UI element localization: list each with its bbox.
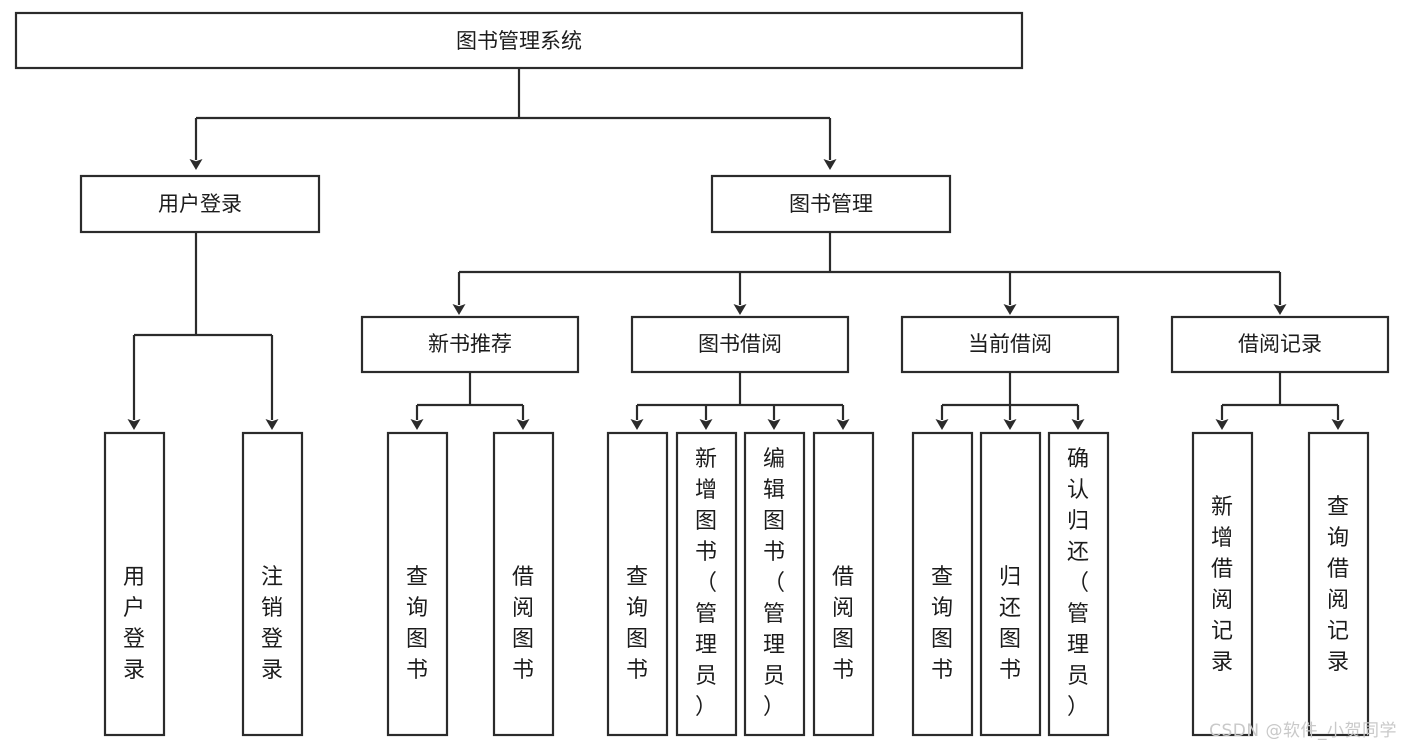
node-leaf-query-book-2[interactable]: 查询图书 xyxy=(606,431,669,737)
node-leaf-add-book-label: 新增图书（管理员） xyxy=(695,447,717,720)
node-leaf-user-login-label: 用户登录 xyxy=(123,565,145,683)
node-leaf-user-login-box[interactable] xyxy=(103,431,166,737)
node-leaf-logout-login-label: 注销登录 xyxy=(261,565,283,683)
node-leaf-borrow-book-2-label: 借阅图书 xyxy=(832,565,854,683)
node-leaf-add-record-box[interactable] xyxy=(1191,431,1254,737)
node-leaf-confirm-return[interactable]: 确认归还（管理员） xyxy=(1047,431,1110,737)
node-leaf-borrow-book-2-box[interactable] xyxy=(812,431,875,737)
node-current-borrow-box[interactable] xyxy=(900,315,1120,374)
csdn-watermark: CSDN @软件_小贺同学 xyxy=(1209,721,1397,741)
connectors xyxy=(127,68,1345,430)
node-root-box[interactable] xyxy=(14,11,1024,70)
node-book-borrow-box[interactable] xyxy=(630,315,850,374)
node-leaf-return-book-label: 归还图书 xyxy=(999,565,1021,683)
node-leaf-add-book-box[interactable] xyxy=(675,431,738,737)
node-leaf-query-record-box[interactable] xyxy=(1307,431,1370,737)
node-borrow-record-label: 借阅记录 xyxy=(1238,332,1322,356)
node-leaf-return-book-box[interactable] xyxy=(979,431,1042,737)
node-book-manage-box[interactable] xyxy=(710,174,952,234)
node-current-borrow-label: 当前借阅 xyxy=(968,332,1052,356)
node-leaf-add-record-label: 新增借阅记录 xyxy=(1211,495,1233,675)
node-book-manage-label: 图书管理 xyxy=(789,192,873,216)
node-leaf-user-login[interactable]: 用户登录 xyxy=(103,431,166,737)
node-current-borrow[interactable]: 当前借阅 xyxy=(900,315,1120,374)
node-leaf-add-book[interactable]: 新增图书（管理员） xyxy=(675,431,738,737)
node-borrow-record-box[interactable] xyxy=(1170,315,1390,374)
node-book-borrow-label: 图书借阅 xyxy=(698,332,782,356)
node-user-login[interactable]: 用户登录 xyxy=(79,174,321,234)
node-new-book-recommend[interactable]: 新书推荐 xyxy=(360,315,580,374)
leaf-nodes: 用户登录 注销登录 查询图书 借阅图书 查询图书 新增图书（管理员） xyxy=(103,431,1370,737)
node-leaf-query-book-2-label: 查询图书 xyxy=(626,565,648,683)
node-leaf-query-book-1-label: 查询图书 xyxy=(406,565,428,683)
node-root[interactable]: 图书管理系统 xyxy=(14,11,1024,70)
node-leaf-borrow-book-1-box[interactable] xyxy=(492,431,555,737)
node-leaf-add-record[interactable]: 新增借阅记录 xyxy=(1191,431,1254,737)
node-book-manage[interactable]: 图书管理 xyxy=(710,174,952,234)
node-new-book-recommend-label: 新书推荐 xyxy=(428,332,512,356)
node-leaf-query-book-3-label: 查询图书 xyxy=(931,565,953,683)
node-borrow-record[interactable]: 借阅记录 xyxy=(1170,315,1390,374)
node-leaf-query-book-2-box[interactable] xyxy=(606,431,669,737)
node-user-login-box[interactable] xyxy=(79,174,321,234)
node-new-book-recommend-box[interactable] xyxy=(360,315,580,374)
node-root-label: 图书管理系统 xyxy=(456,29,582,53)
node-leaf-borrow-book-2[interactable]: 借阅图书 xyxy=(812,431,875,737)
node-leaf-query-book-1[interactable]: 查询图书 xyxy=(386,431,449,737)
node-leaf-query-record-label: 查询借阅记录 xyxy=(1327,495,1349,675)
node-leaf-logout-login[interactable]: 注销登录 xyxy=(241,431,304,737)
node-leaf-query-book-3[interactable]: 查询图书 xyxy=(911,431,974,737)
node-leaf-confirm-return-label: 确认归还（管理员） xyxy=(1067,447,1089,720)
node-user-login-label: 用户登录 xyxy=(158,192,242,216)
node-leaf-query-book-3-box[interactable] xyxy=(911,431,974,737)
node-book-borrow[interactable]: 图书借阅 xyxy=(630,315,850,374)
node-leaf-borrow-book-1[interactable]: 借阅图书 xyxy=(492,431,555,737)
node-leaf-query-book-1-box[interactable] xyxy=(386,431,449,737)
node-leaf-borrow-book-1-label: 借阅图书 xyxy=(512,565,534,683)
node-leaf-edit-book-label: 编辑图书（管理员） xyxy=(763,447,785,720)
node-leaf-edit-book[interactable]: 编辑图书（管理员） xyxy=(743,431,806,737)
node-leaf-edit-book-box[interactable] xyxy=(743,431,806,737)
node-leaf-logout-login-box[interactable] xyxy=(241,431,304,737)
node-leaf-query-record[interactable]: 查询借阅记录 xyxy=(1307,431,1370,737)
node-leaf-confirm-return-box[interactable] xyxy=(1047,431,1110,737)
node-leaf-return-book[interactable]: 归还图书 xyxy=(979,431,1042,737)
